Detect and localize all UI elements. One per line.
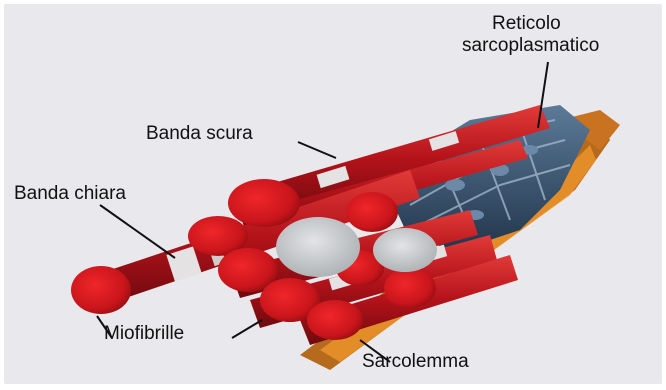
label-reticolo-line2: sarcoplasmatico	[462, 36, 599, 57]
label-banda-scura: Banda scura	[146, 124, 253, 145]
label-banda-chiara: Banda chiara	[14, 184, 126, 205]
label-reticolo-line1: Reticolo	[492, 14, 561, 35]
banda-scura-leader-line	[298, 142, 336, 158]
label-sarcolemma: Sarcolemma	[362, 352, 469, 373]
miofibrille-leader-line-2	[232, 320, 262, 338]
banda-chiara-leader-line	[100, 205, 175, 258]
label-miofibrille: Miofibrille	[104, 324, 184, 345]
